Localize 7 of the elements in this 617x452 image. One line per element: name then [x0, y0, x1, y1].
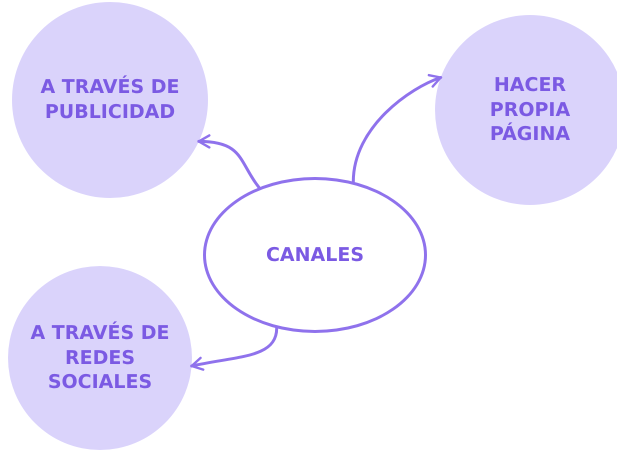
- curved-arrow: [190, 326, 278, 371]
- curved-arrow: [352, 74, 442, 184]
- curved-arrow: [197, 134, 260, 189]
- node-label: A TRAVÉS DE REDES SOCIALES: [29, 320, 171, 396]
- node-label: A TRAVÉS DE PUBLICIDAD: [39, 75, 181, 125]
- node-label: HACER PROPIA PÁGINA: [488, 72, 572, 148]
- node-label: CANALES: [266, 242, 364, 268]
